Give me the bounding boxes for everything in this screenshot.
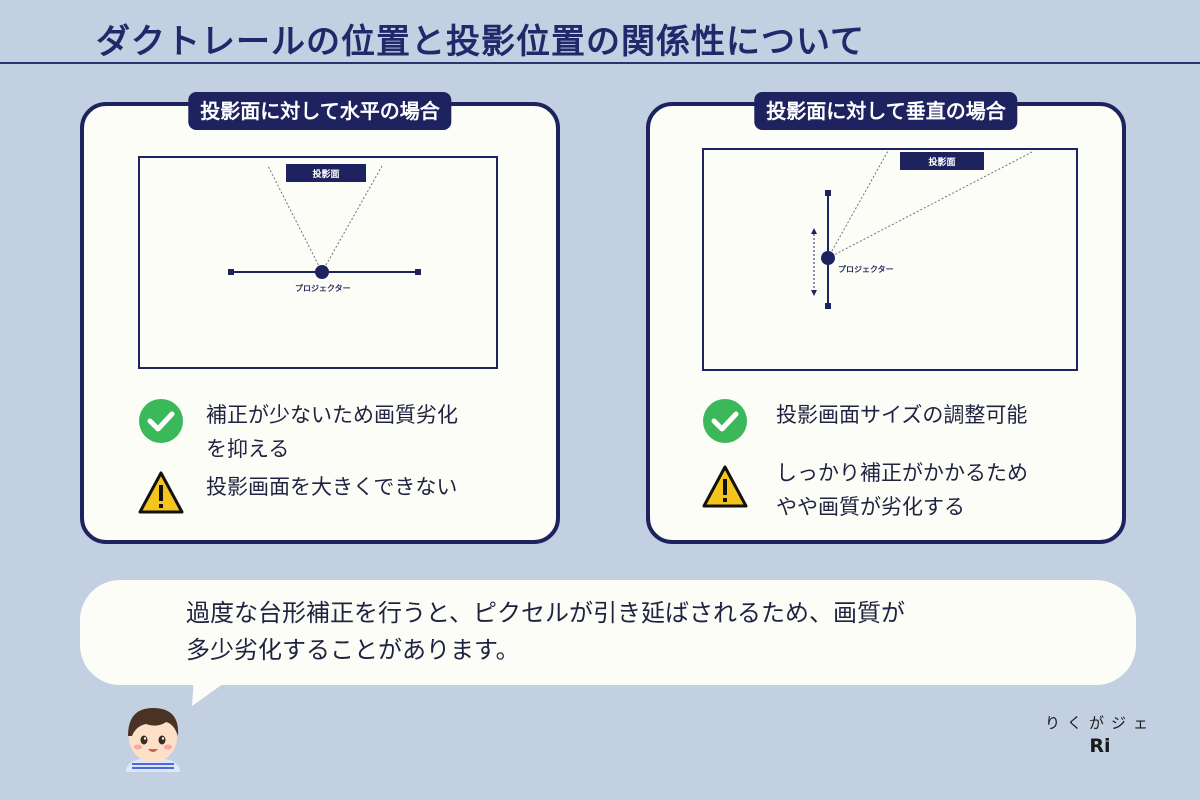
check-circle-icon [703,399,747,443]
projector-dot [315,265,329,279]
projector-dot [821,251,835,265]
projection-line-right [321,165,383,273]
adjust-arrow-down [811,290,817,296]
projector-label: プロジェクター [295,284,351,293]
brand-logo: りくがジェ Ri [1040,712,1160,757]
con-text: 投影画面を大きくできない [206,475,458,499]
title-divider [0,62,1200,64]
con-item: しっかり補正がかかるため やや画質が劣化する [702,456,1028,524]
warning-triangle-icon [138,471,184,514]
horizontal-diagram: 投影面 プロジェクター [138,156,500,372]
logo-kana: りくがジェ [1044,714,1155,732]
con-item: 投影画面を大きくできない [138,470,457,516]
adjust-arrow-up [811,228,817,234]
screen-label: 投影面 [286,164,366,182]
pro-text: 投影画面サイズの調整可能 [776,403,1028,427]
con-text: しっかり補正がかかるため やや画質が劣化する [776,461,1028,519]
boy-avatar [126,708,180,772]
pro-item: 投影画面サイズの調整可能 [702,398,1027,444]
projector-label: プロジェクター [838,265,894,274]
speech-bubble-tail [192,676,234,706]
screen-frame [702,148,1078,371]
screen-label: 投影面 [900,152,984,170]
logo-mark: Ri [1089,735,1111,757]
vertical-case-panel: 投影面に対して垂直の場合 投影面 プロジェクター 投影画面サイズの調整可能 [646,92,1126,544]
vertical-case-heading: 投影面に対して垂直の場合 [754,92,1018,130]
rail-end-left [228,269,234,275]
rail-end-bottom [825,303,831,309]
horizontal-case-panel: 投影面に対して水平の場合 投影面 プロジェクター 補正が少ないため画質劣化 を抑… [80,92,560,544]
speech-text: 過度な台形補正を行うと、ピクセルが引き延ばされるため、画質が 多少劣化することが… [186,599,906,664]
projection-line-upper [827,150,889,259]
page-title: ダクトレールの位置と投影位置の関係性について [96,22,865,62]
rail-end-top [825,190,831,196]
speech-bubble: 過度な台形補正を行うと、ピクセルが引き延ばされるため、画質が 多少劣化することが… [80,580,1136,685]
horizontal-case-heading: 投影面に対して水平の場合 [188,92,452,130]
vertical-diagram: 投影面 プロジェクター [702,148,1082,374]
pro-text: 補正が少ないため画質劣化 を抑える [206,403,458,461]
rail-end-right [415,269,421,275]
screen-frame [138,156,498,369]
projection-line-lower [827,150,1035,259]
warning-triangle-icon [702,465,748,508]
pro-item: 補正が少ないため画質劣化 を抑える [138,398,458,466]
check-circle-icon [139,399,183,443]
